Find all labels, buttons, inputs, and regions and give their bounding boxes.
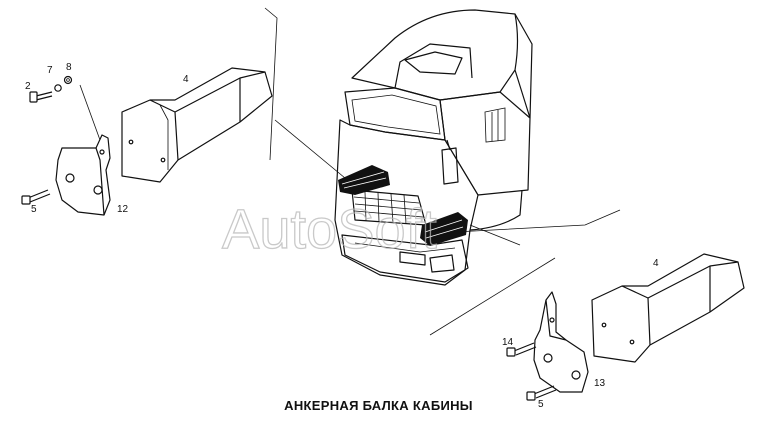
callout-5-right: 5 bbox=[538, 399, 544, 410]
right-fasteners bbox=[506, 342, 557, 401]
right-bracket bbox=[533, 291, 589, 393]
callout-12-left: 12 bbox=[117, 204, 129, 215]
truck-cab bbox=[334, 9, 533, 286]
callout-13-right: 13 bbox=[594, 378, 606, 389]
callout-14-right: 14 bbox=[502, 337, 514, 348]
diagram-caption: АНКЕРНАЯ БАЛКА КАБИНЫ bbox=[284, 398, 473, 413]
left-bracket bbox=[55, 84, 111, 216]
callout-4-right: 4 bbox=[653, 258, 659, 269]
callout-8-left: 8 bbox=[66, 62, 72, 73]
callout-7-left: 7 bbox=[47, 65, 53, 76]
watermark-text: AutoSoft bbox=[222, 197, 437, 260]
callout-5-left: 5 bbox=[31, 204, 37, 215]
right-anchor-beam bbox=[591, 253, 745, 363]
guide-lines bbox=[264, 7, 621, 336]
callout-4-left: 4 bbox=[183, 74, 189, 85]
left-anchor-beam bbox=[121, 67, 273, 183]
callout-labels: 2 7 8 4 5 12 4 14 13 5 bbox=[25, 62, 659, 410]
callout-2-left: 2 bbox=[25, 81, 31, 92]
left-fasteners bbox=[21, 75, 73, 205]
